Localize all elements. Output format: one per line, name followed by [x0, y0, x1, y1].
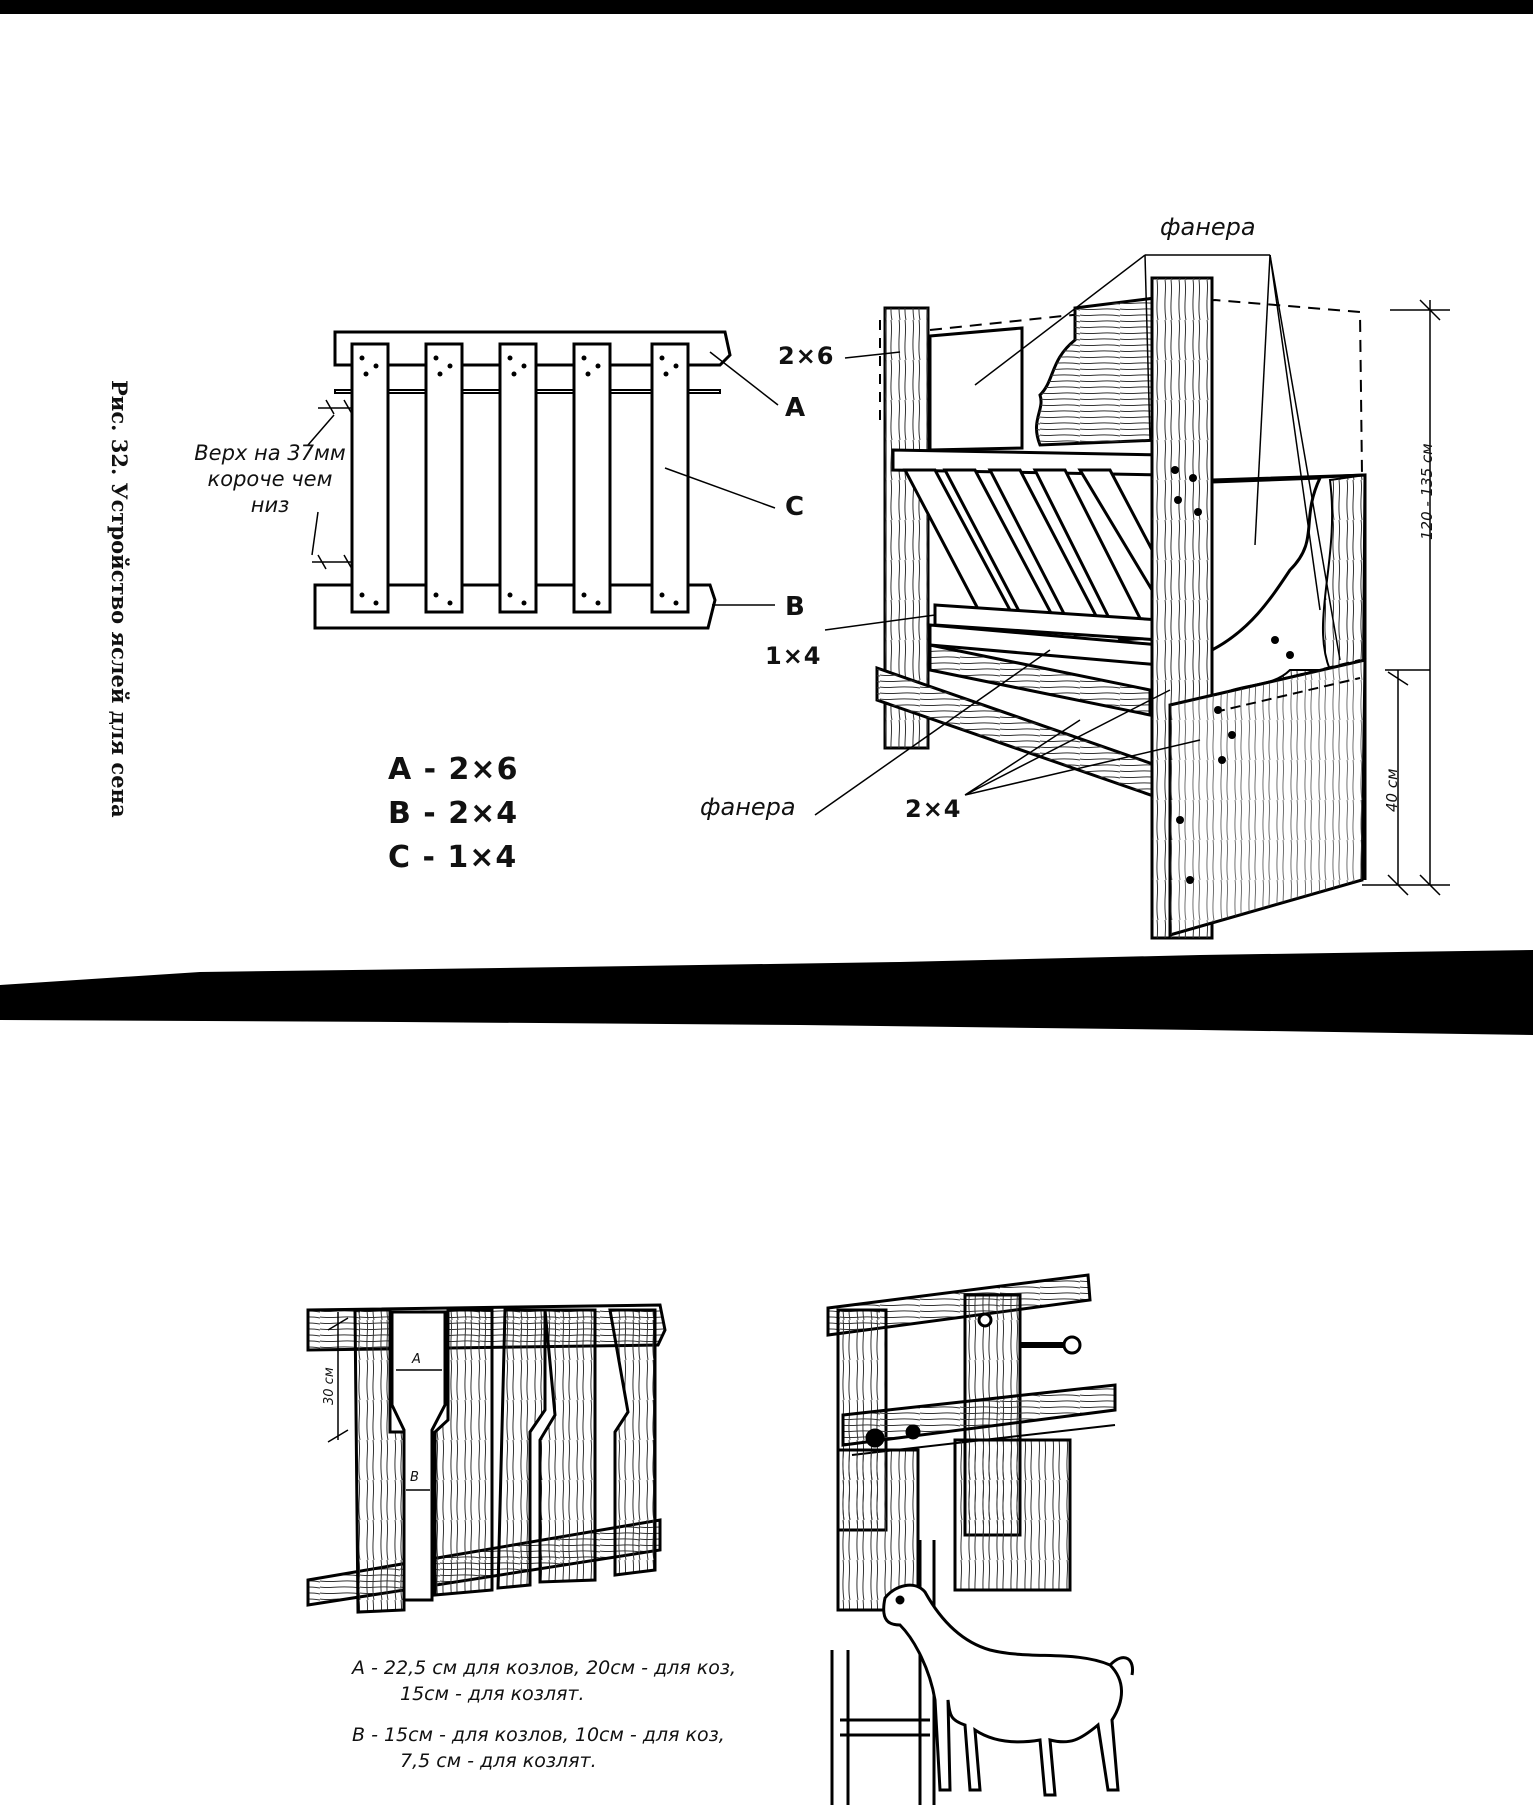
- top-scan-band: [0, 0, 1533, 14]
- slat-c-3: [498, 342, 538, 614]
- dim-30-label: 30 см: [322, 1367, 337, 1405]
- label-c: C: [785, 492, 806, 522]
- label-2x4: 2×4: [905, 795, 962, 823]
- leader-2x6: [844, 351, 901, 359]
- rack-front-view: [313, 330, 732, 630]
- legend-item-c: C - 1×4: [388, 840, 518, 875]
- label-a: A: [785, 393, 807, 423]
- goat: [882, 1583, 1123, 1797]
- rack-perspective: [875, 276, 1367, 940]
- legend-item-a: A - 2×6: [388, 752, 519, 787]
- dim-b-label: B: [410, 1470, 419, 1485]
- stanchion-detail: [826, 1273, 1117, 1612]
- height-dimension-label: 120 - 135 см: [1418, 443, 1436, 540]
- dim-a-label: A: [412, 1352, 421, 1367]
- label-2x6: 2×6: [778, 342, 835, 370]
- spacing-note-a-line2: 15см - для козлят.: [400, 1683, 585, 1705]
- leader-c: [664, 467, 776, 509]
- plywood-back-panel: [928, 326, 1024, 452]
- label-1x4: 1×4: [765, 642, 822, 670]
- spacing-note-b: B - 15см - для козлов, 10см - для коз, 7…: [352, 1722, 725, 1774]
- offset-note-line1: Верх на 37мм: [194, 441, 346, 465]
- spacing-note-b-line1: B - 15см - для козлов, 10см - для коз,: [352, 1724, 725, 1746]
- label-b: B: [785, 592, 806, 622]
- keyhole-fence: [306, 1303, 667, 1614]
- slat-c-4: [572, 342, 612, 614]
- spacing-note-a-line1: A - 22,5 см для козлов, 20см - для коз,: [352, 1657, 736, 1679]
- offset-note-line3: низ: [250, 493, 290, 517]
- leader-plywood-2: [814, 649, 1051, 816]
- slat-c-2: [424, 342, 464, 614]
- legend-item-b: B - 2×4: [388, 796, 519, 831]
- offset-dimension: [307, 399, 353, 570]
- plywood-label-top: фанера: [1160, 213, 1256, 241]
- offset-note: Верх на 37мм короче чем низ: [185, 440, 355, 518]
- figure-caption: Рис. 32. Устройство яслей для сена: [107, 380, 132, 818]
- material-legend: A - 2×6 B - 2×4 C - 1×4: [388, 748, 518, 880]
- height-dimension: [1362, 299, 1450, 896]
- leader-a: [709, 351, 779, 406]
- middle-scan-band: [0, 950, 1533, 1035]
- dim-40-label: 40 см: [1383, 768, 1401, 812]
- caption-number: Рис. 32.: [107, 380, 132, 476]
- leader-2x4: [964, 689, 1201, 796]
- spacing-note-b-line2: 7,5 см - для козлят.: [400, 1750, 597, 1772]
- shelf-board: [928, 643, 1152, 717]
- slat-c-1: [350, 342, 390, 614]
- slat-c-5: [650, 342, 690, 614]
- leader-plywood-1: [974, 254, 1146, 386]
- goat-feeding: [830, 1540, 1135, 1805]
- spacing-note-a: A - 22,5 см для козлов, 20см - для коз, …: [352, 1655, 736, 1707]
- offset-note-line2: короче чем: [207, 467, 333, 491]
- leader-1x4: [824, 614, 936, 631]
- caption-text: Устройство яслей для сена: [107, 482, 132, 818]
- plywood-label-bottom: фанера: [700, 793, 796, 821]
